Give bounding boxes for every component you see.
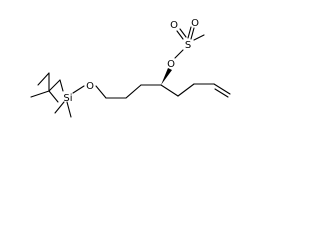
stereo-wedge-bond (161, 68, 172, 85)
chain-bond-1 (95, 85, 107, 99)
silyl-bonds (54, 85, 85, 118)
s-o-double-bond-b1 (187, 26, 192, 39)
tbu-methyl-bond-right (48, 90, 59, 103)
vinyl-double-bond (214, 88, 229, 98)
s-methyl-bond (193, 34, 205, 41)
si-methyl-bond-down (66, 101, 72, 118)
sulfur-atom-label: S (185, 40, 191, 51)
tbu-to-si-bond (59, 79, 64, 92)
sulfonyl-oxygen-label-1: O (170, 20, 178, 31)
s-o-double-bond-a1 (176, 30, 184, 40)
tbu-methyl-bond-top (37, 72, 50, 86)
o-s-bond (174, 49, 184, 59)
chain-bond-3 (125, 84, 142, 99)
tert-butyl-group (30, 72, 64, 103)
ester-oxygen-label: O (167, 59, 175, 70)
vinyl-bond (213, 83, 231, 95)
sulfonyl-oxygen-label-2: O (191, 18, 199, 29)
si-methyl-bond-left (54, 101, 65, 114)
s-o-double-bond-a2 (179, 28, 187, 38)
si-o-bond (72, 85, 85, 94)
chain-bond-6 (177, 83, 195, 97)
s-o-double-bond-b2 (190, 27, 195, 40)
background (0, 0, 263, 139)
silicon-atom-label: Si (63, 93, 72, 104)
chain-bond-5 (160, 84, 179, 97)
mesylate-bonds (174, 26, 205, 59)
tbu-methyl-bond-left (30, 90, 50, 98)
molecule-diagram: Si O O S O O (0, 0, 263, 139)
tbu-quaternary-bond (48, 79, 61, 92)
carbon-chain (95, 83, 231, 99)
ether-oxygen-label: O (86, 81, 94, 92)
